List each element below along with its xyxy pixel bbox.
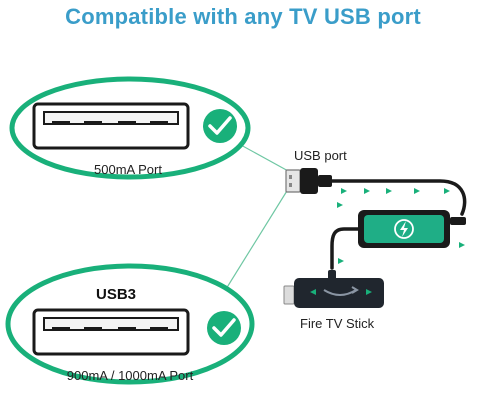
usb-port-icon — [32, 308, 190, 356]
amazon-logo-icon — [323, 286, 359, 296]
usb-cable — [330, 179, 467, 216]
port-oval-usb3 — [5, 263, 255, 385]
fire-tv-stick-label: Fire TV Stick — [300, 316, 375, 331]
check-icon — [207, 311, 241, 345]
flow-arrows — [310, 188, 465, 295]
power-module — [358, 210, 466, 248]
port-oval-500ma — [9, 76, 251, 180]
usb-port-icon — [32, 102, 190, 150]
usb3-heading: USB3 — [95, 286, 136, 303]
check-icon — [203, 109, 237, 143]
usb-plug-icon — [285, 168, 332, 194]
port-label-usb3: 900mA / 1000mA Port — [66, 368, 194, 383]
usb-port-label: USB port — [294, 148, 347, 163]
fire-tv-stick — [283, 270, 384, 308]
lightning-bolt-icon — [394, 219, 414, 239]
page-title: Compatible with any TV USB port — [65, 4, 421, 29]
power-cable — [330, 227, 360, 270]
port-label-500ma: 500mA Port — [94, 162, 162, 177]
